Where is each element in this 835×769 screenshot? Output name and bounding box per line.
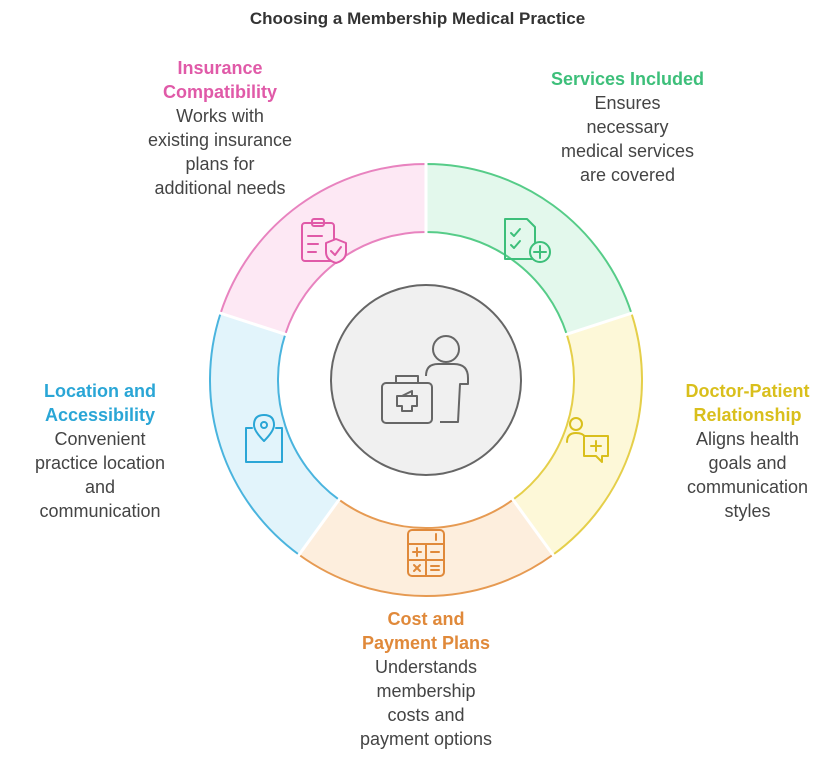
label-services-title: Services Included xyxy=(550,69,705,89)
segment-divider xyxy=(218,311,303,342)
calculator-icon xyxy=(407,529,445,577)
doctor-medical-kit-icon xyxy=(381,335,469,424)
map-pin-icon xyxy=(245,414,283,463)
diagram-title: Choosing a Membership Medical Practice xyxy=(249,9,586,28)
user-chat-plus-icon xyxy=(566,417,609,463)
checklist-plus-icon xyxy=(504,218,551,263)
center-circle xyxy=(330,284,522,476)
segment-divider xyxy=(549,311,634,342)
clipboard-shield-icon xyxy=(301,218,347,264)
segment-divider xyxy=(501,484,556,558)
segment-divider xyxy=(296,484,351,558)
